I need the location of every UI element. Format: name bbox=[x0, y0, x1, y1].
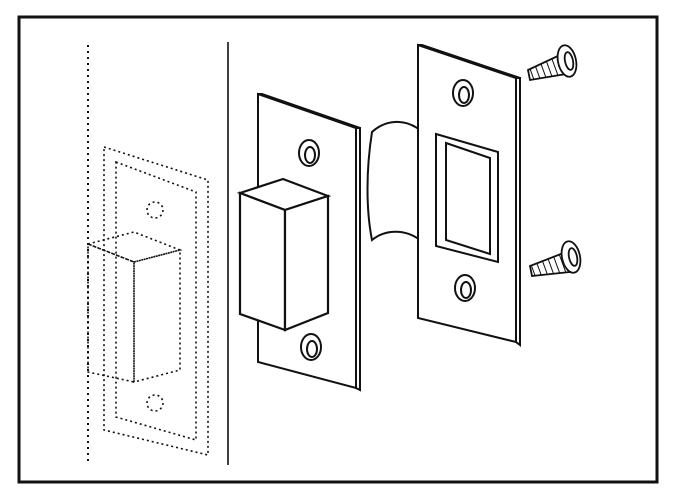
strike-plate-lip bbox=[366, 121, 421, 242]
screw-top-icon bbox=[526, 44, 578, 82]
faceplate-screw-hole-top bbox=[298, 139, 320, 167]
strike-opening bbox=[435, 132, 499, 264]
strike-plate bbox=[417, 43, 521, 347]
faceplate-screw-hole-bottom bbox=[300, 333, 322, 361]
strike-screw-hole-top bbox=[452, 79, 474, 107]
strike-screw-hole-bottom bbox=[454, 274, 476, 302]
latch-bolt bbox=[236, 177, 332, 332]
screw-bottom-icon bbox=[528, 240, 582, 277]
diagram-frame bbox=[17, 15, 659, 484]
door-edge-outline bbox=[87, 42, 229, 465]
hidden-latch-outline bbox=[85, 145, 209, 457]
